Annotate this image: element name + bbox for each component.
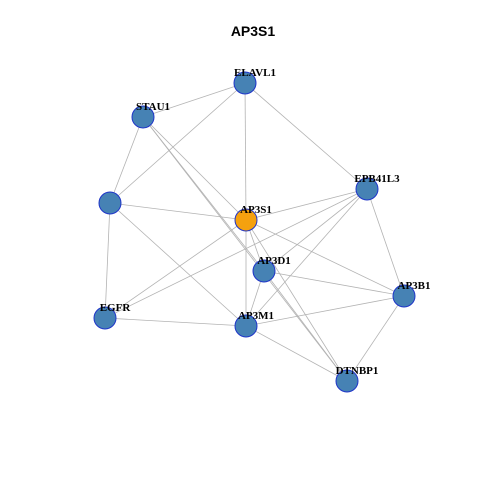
diagram-title: AP3S1 xyxy=(231,23,276,39)
edge-stau1-ap3s1 xyxy=(142,116,247,221)
node-label-elavl1: ELAVL1 xyxy=(234,67,276,79)
node-ap3s1 xyxy=(234,208,258,232)
edge-egfr-ap3m1 xyxy=(104,317,247,327)
edge-ap3s1-egfr xyxy=(104,219,247,319)
edge-elavl1-ap3s1 xyxy=(244,82,247,221)
node-label-ap3d1: AP3D1 xyxy=(257,255,291,267)
edge-elavl1-epb41l3 xyxy=(244,82,368,190)
edge-ap3m1-dtnbp1 xyxy=(245,325,348,382)
node-ap3m1 xyxy=(234,314,258,338)
node-label-dtnbp1: DTNBP1 xyxy=(336,365,379,377)
node-label-egfr: EGFR xyxy=(100,302,132,314)
edge-ap3b1-dtnbp1 xyxy=(346,295,405,382)
edge-elavl1-stau1 xyxy=(142,82,246,118)
node-label-stau1: STAU1 xyxy=(136,101,170,113)
node-ap3b1 xyxy=(392,284,416,308)
edge-ap3d1-ap3b1 xyxy=(263,270,405,297)
edge-ap3s1-dtnbp1 xyxy=(245,219,348,382)
node-layer xyxy=(93,71,416,393)
node-unlabeled xyxy=(98,191,122,215)
edge-epb41l3-ap3d1 xyxy=(263,188,368,272)
node-label-ap3s1: AP3S1 xyxy=(240,204,272,216)
edge-epb41l3-ap3b1 xyxy=(366,188,405,297)
edge-elavl1-unlabeled xyxy=(109,82,246,204)
edge-ap3s1-ap3b1 xyxy=(245,219,405,297)
node-label-ap3b1: AP3B1 xyxy=(398,280,431,292)
edge-stau1-unlabeled xyxy=(109,116,144,204)
edge-epb41l3-egfr xyxy=(104,188,368,319)
node-label-ap3m1: AP3M1 xyxy=(238,310,274,322)
edge-ap3s1-epb41l3 xyxy=(245,188,368,221)
edge-ap3d1-dtnbp1 xyxy=(263,270,348,382)
edge-unlabeled-ap3m1 xyxy=(109,202,247,327)
edge-unlabeled-ap3s1 xyxy=(109,202,247,221)
node-epb41l3 xyxy=(355,177,379,201)
node-egfr xyxy=(93,306,117,330)
edge-epb41l3-ap3m1 xyxy=(245,188,368,327)
edge-layer xyxy=(104,82,405,382)
node-ap3d1 xyxy=(252,259,276,283)
edge-ap3b1-ap3m1 xyxy=(245,295,405,327)
edge-unlabeled-egfr xyxy=(104,202,111,319)
node-dtnbp1 xyxy=(335,369,359,393)
node-elavl1 xyxy=(233,71,257,95)
node-stau1 xyxy=(131,105,155,129)
node-label-epb41l3: EPB41L3 xyxy=(354,173,400,185)
